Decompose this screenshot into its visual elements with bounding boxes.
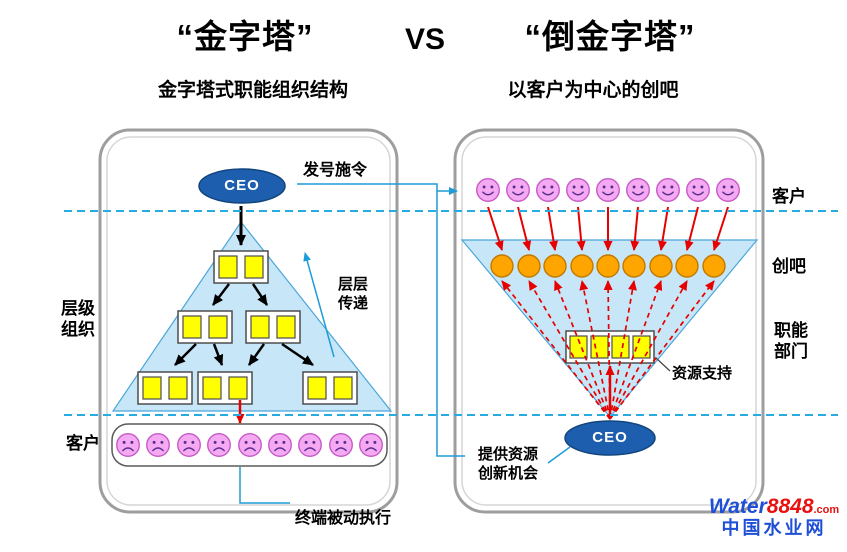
- happy-face-icon: [536, 178, 560, 202]
- sad-face-icon: [238, 433, 262, 457]
- hierarchy-org-label: 层级 组织: [61, 299, 95, 340]
- sad-face-icon: [298, 433, 322, 457]
- sad-face-icon: [177, 433, 201, 457]
- platform-circle-icon: [622, 254, 646, 278]
- watermark-site-name: 中国水业网: [721, 518, 827, 539]
- title-inverted-pyramid: “倒金字塔”: [524, 18, 696, 55]
- happy-face-icon: [596, 178, 620, 202]
- customer-label-right: 客户: [772, 187, 806, 206]
- ceo-ellipse-right: [564, 420, 656, 456]
- happy-face-icon: [476, 178, 500, 202]
- sad-face-icon: [268, 433, 292, 457]
- platform-label: 创吧: [772, 257, 806, 276]
- happy-face-icon: [506, 178, 530, 202]
- left-customer-faces: [116, 433, 383, 457]
- sad-face-icon: [146, 433, 170, 457]
- subtitle-right: 以客户为中心的创吧: [507, 80, 679, 101]
- platform-circle-icon: [702, 254, 726, 278]
- platform-circle-icon: [543, 254, 567, 278]
- title-vs: VS: [404, 23, 446, 56]
- ceo-label-right: CEO: [592, 429, 628, 446]
- subtitle-left: 金字塔式职能组织结构: [157, 80, 348, 101]
- happy-face-icon: [656, 178, 680, 202]
- provide-resource-label: 提供资源 创新机会: [477, 446, 538, 482]
- sad-face-icon: [116, 433, 140, 457]
- ceo-support-fan: [501, 280, 715, 420]
- boundary-dashed-lines: [64, 210, 838, 416]
- command-arrows: [174, 206, 314, 367]
- issue-orders-label: 发号施令: [303, 162, 368, 179]
- hierarchy-boxes: [137, 250, 358, 405]
- watermark-brand-word: Water: [708, 495, 767, 518]
- platform-circle-icon: [675, 254, 699, 278]
- sad-face-icon: [329, 433, 353, 457]
- platform-circles: [490, 254, 726, 278]
- happy-face-icon: [716, 178, 740, 202]
- blue-connectors: [239, 183, 571, 504]
- ceo-ellipse-left: [198, 168, 286, 204]
- platform-circle-icon: [570, 254, 594, 278]
- platform-circle-icon: [490, 254, 514, 278]
- watermark: Water8848.com 中国水业网: [706, 495, 842, 539]
- customer-demand-arrows: [487, 206, 729, 251]
- platform-circle-icon: [517, 254, 541, 278]
- watermark-brand-domain: .com: [813, 504, 840, 516]
- happy-face-icon: [626, 178, 650, 202]
- resource-pointer-line: [655, 357, 671, 372]
- ceo-label-left: CEO: [224, 177, 260, 194]
- terminal-execution-label: 终端被动执行: [295, 510, 392, 527]
- resource-support-label: 资源支持: [672, 365, 733, 382]
- happy-face-icon: [686, 178, 710, 202]
- sad-face-icon: [359, 433, 383, 457]
- right-customer-faces: [476, 178, 740, 202]
- platform-circle-icon: [596, 254, 620, 278]
- happy-face-icon: [566, 178, 590, 202]
- layer-transmission-label: 层层 传递: [337, 276, 368, 312]
- customer-label-left: 客户: [66, 434, 100, 453]
- sad-face-icon: [207, 433, 231, 457]
- department-boxes: [565, 330, 655, 364]
- platform-circle-icon: [649, 254, 673, 278]
- department-label: 职能 部门: [774, 321, 808, 362]
- title-pyramid: “金字塔”: [176, 18, 314, 55]
- watermark-brand-number: 8848: [766, 495, 814, 518]
